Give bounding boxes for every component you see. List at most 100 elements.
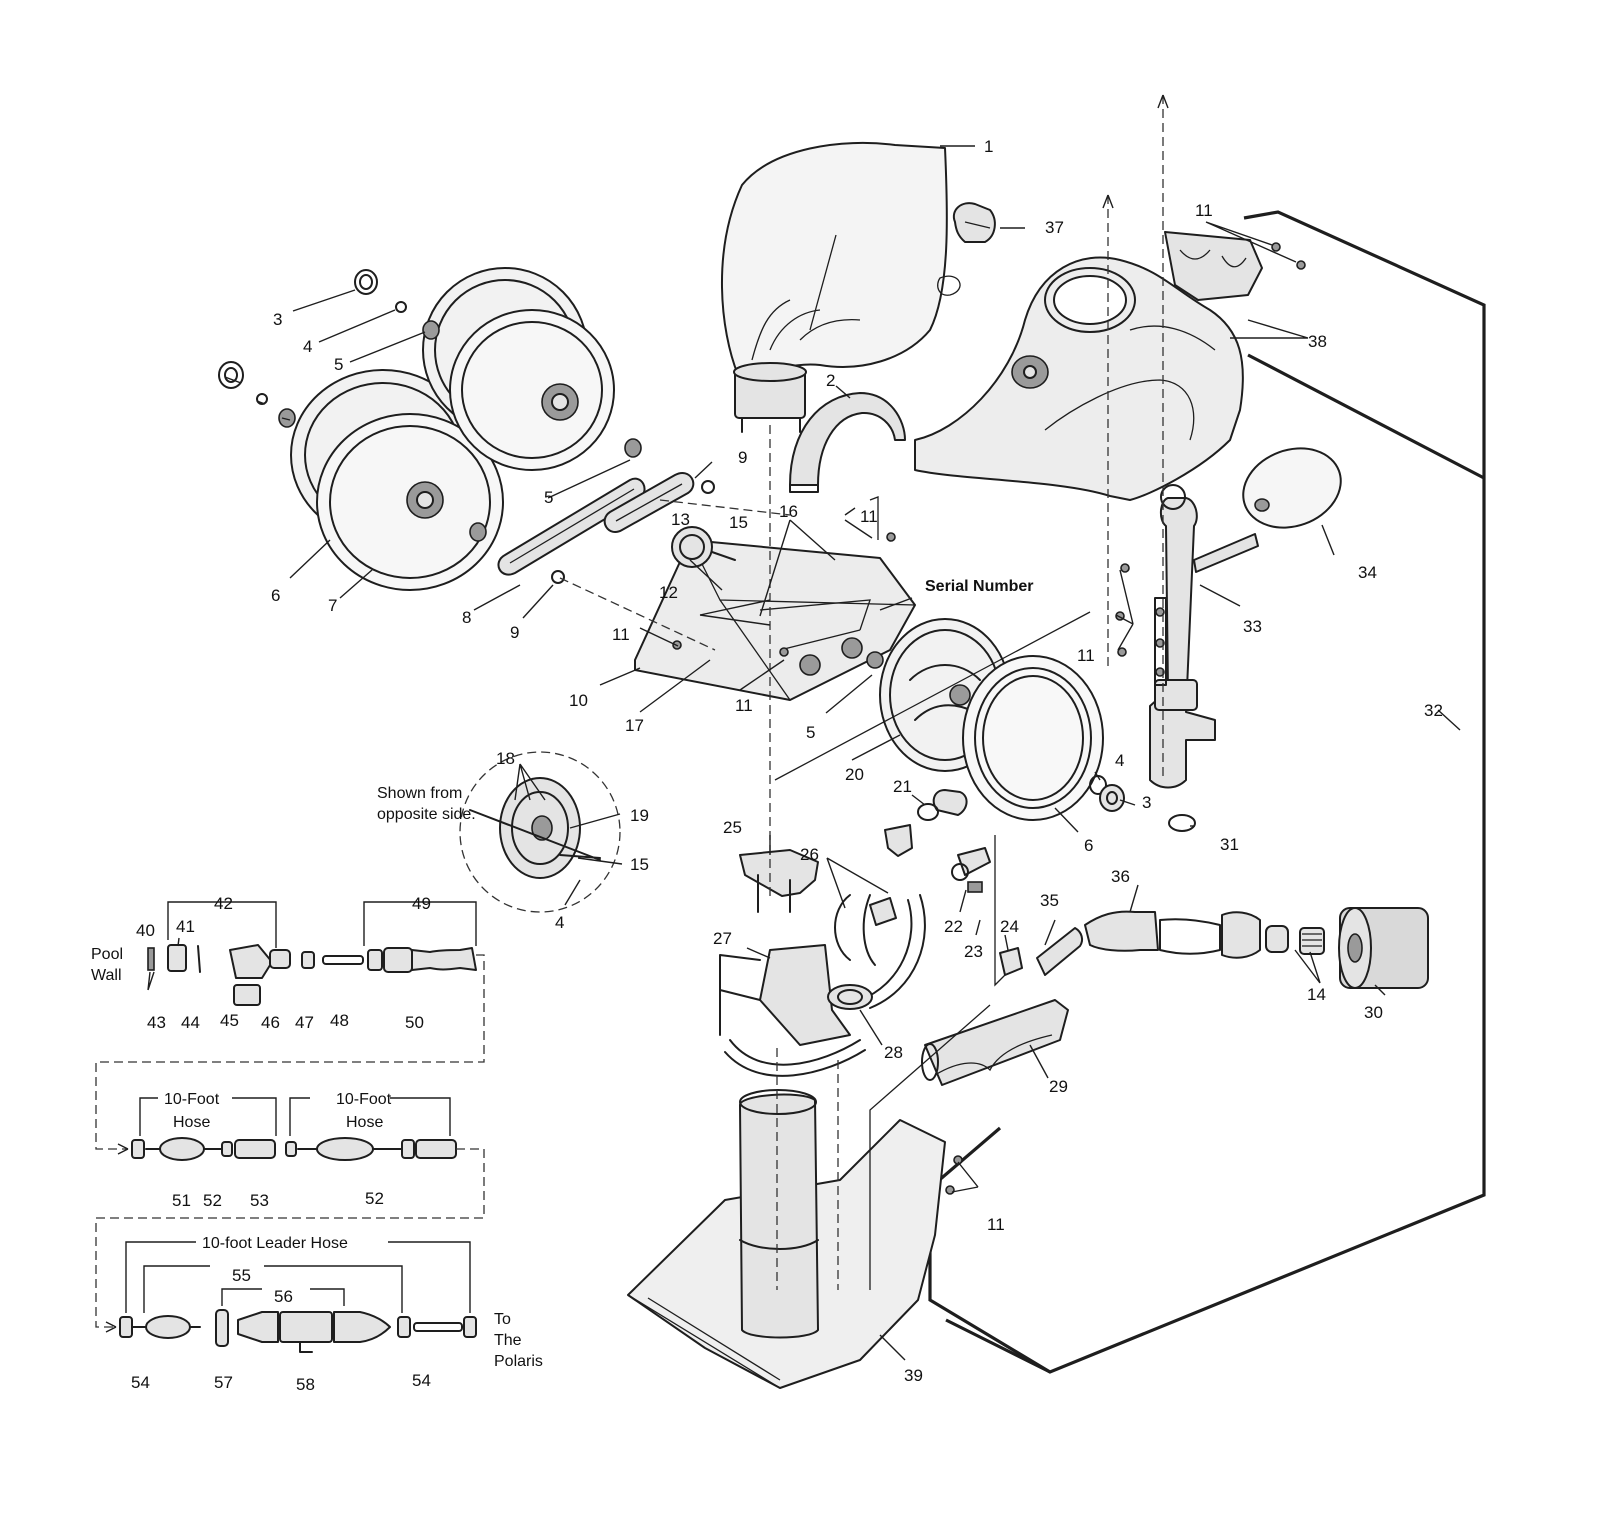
serial-number-caption: Serial Number (925, 578, 1033, 595)
label-11b: 11 (860, 507, 878, 526)
label-49: 49 (412, 894, 431, 913)
label-5b: 5 (544, 488, 553, 507)
label-22: 22 (944, 917, 963, 936)
pool-wall-fittings-40-48 (147, 944, 477, 1006)
pool-wall-caption-line1: Pool (91, 946, 123, 963)
label-10: 10 (569, 691, 588, 710)
label-15b: 15 (630, 855, 649, 874)
washers-and-bearings-left (218, 269, 715, 584)
part-7-rear-wheel (316, 413, 504, 591)
label-9: 9 (738, 448, 747, 467)
label-38: 38 (1308, 332, 1327, 351)
label-3b: 3 (1142, 793, 1151, 812)
to-polaris-caption-line3: Polaris (494, 1353, 543, 1370)
label-36: 36 (1111, 867, 1130, 886)
label-25: 25 (723, 818, 742, 837)
screws-11 (672, 242, 1306, 1195)
label-26: 26 (800, 845, 819, 864)
assembly-arrows (1102, 94, 1169, 209)
hose2-caption-line1: 10-Foot (336, 1091, 392, 1108)
label-48: 48 (330, 1011, 349, 1030)
label-57: 57 (214, 1373, 233, 1392)
part-33-back-up-valve (1149, 484, 1259, 789)
label-8: 8 (462, 608, 471, 627)
part-21-elbow (884, 789, 968, 857)
label-46: 46 (261, 1013, 280, 1032)
part-27-28-manifold (719, 944, 873, 1077)
part-39-lower-housing (627, 1089, 946, 1389)
label-50: 50 (405, 1013, 424, 1032)
part-18-19-gear-detail (459, 751, 621, 913)
label-21: 21 (893, 777, 912, 796)
to-polaris-caption-line2: The (494, 1332, 522, 1349)
label-4: 4 (303, 337, 312, 356)
part-34-float (1242, 447, 1342, 529)
label-11a: 11 (1195, 201, 1213, 220)
part-number-labels: 1 2 3 3 4 4 4 5 5 5 6 6 7 8 9 9 10 11 11… (131, 137, 1443, 1394)
part-2-tube (789, 392, 906, 493)
label-12: 12 (659, 583, 678, 602)
leader-lines (224, 145, 1461, 1361)
label-53: 53 (250, 1191, 269, 1210)
label-24: 24 (1000, 917, 1019, 936)
label-brackets (125, 901, 477, 1313)
label-28: 28 (884, 1043, 903, 1062)
hose1-caption-line1: 10-Foot (164, 1091, 220, 1108)
part-22-fitting (951, 847, 991, 893)
part-25-cap (739, 849, 819, 913)
part-13-gear (671, 526, 736, 568)
label-58: 58 (296, 1375, 315, 1394)
part-6-second-wheel (422, 267, 615, 471)
label-52b: 52 (365, 1189, 384, 1208)
label-27: 27 (713, 929, 732, 948)
label-56: 56 (274, 1287, 293, 1306)
label-35: 35 (1040, 891, 1059, 910)
label-51: 51 (172, 1191, 191, 1210)
label-45: 45 (220, 1011, 239, 1030)
label-11c: 11 (612, 625, 630, 644)
label-47: 47 (295, 1013, 314, 1032)
part-35-36-sweep-hose (1036, 910, 1325, 976)
label-4c: 4 (555, 913, 564, 932)
part-1-debris-bag (720, 141, 961, 433)
label-54b: 54 (412, 1371, 431, 1390)
hose2-caption-line2: Hose (346, 1114, 383, 1131)
label-44: 44 (181, 1013, 200, 1032)
part-10-gearbox (634, 539, 916, 701)
part-6-front-tire (962, 655, 1104, 821)
label-3: 3 (273, 310, 282, 329)
label-13: 13 (671, 510, 690, 529)
label-42: 42 (214, 894, 233, 913)
label-16: 16 (779, 502, 798, 521)
label-9b: 9 (510, 623, 519, 642)
part-26-hoses (834, 894, 926, 1009)
washers-front (1089, 775, 1125, 812)
label-7: 7 (328, 596, 337, 615)
label-2: 2 (826, 371, 835, 390)
label-14: 14 (1307, 985, 1326, 1004)
leader-hose-caption: 10-foot Leader Hose (202, 1235, 348, 1252)
label-41: 41 (176, 917, 195, 936)
label-43: 43 (147, 1013, 166, 1032)
part-37-clip (952, 202, 996, 243)
label-4b: 4 (1115, 751, 1124, 770)
guide-lines (774, 496, 1091, 1290)
label-32: 32 (1424, 701, 1443, 720)
label-5: 5 (334, 355, 343, 374)
label-34: 34 (1358, 563, 1377, 582)
label-11f: 11 (987, 1215, 1005, 1234)
label-39: 39 (904, 1366, 923, 1385)
to-polaris-caption-line1: To (494, 1311, 511, 1328)
captions: Serial Number Shown from opposite side. … (91, 578, 1033, 1370)
label-23: 23 (964, 942, 983, 961)
label-20: 20 (845, 765, 864, 784)
label-6b: 6 (1084, 836, 1093, 855)
label-52a: 52 (203, 1191, 222, 1210)
label-19: 19 (630, 806, 649, 825)
label-11e: 11 (1077, 646, 1095, 665)
label-15a: 15 (729, 513, 748, 532)
label-37: 37 (1045, 218, 1064, 237)
label-29: 29 (1049, 1077, 1068, 1096)
leader-hose-54-58 (119, 1309, 477, 1353)
